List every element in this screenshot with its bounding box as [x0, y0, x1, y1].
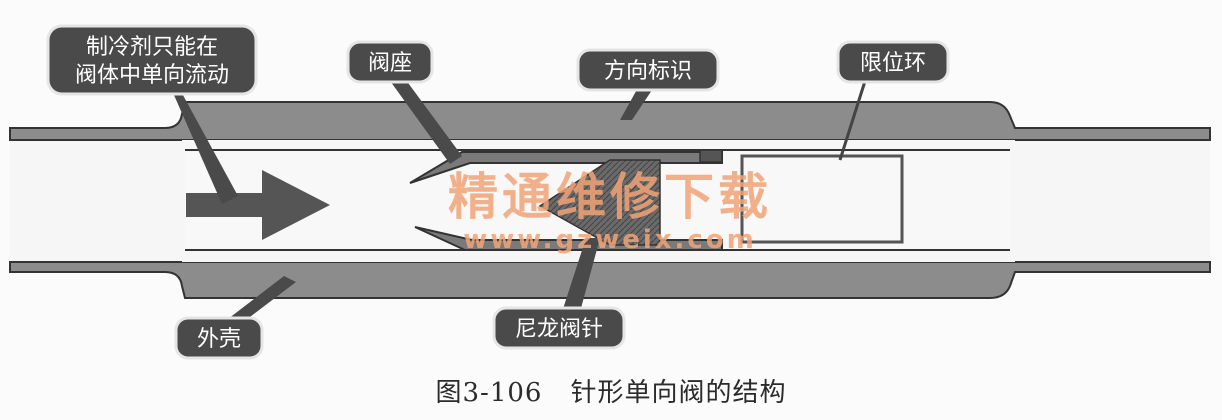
valve-seat-pointer	[388, 72, 462, 164]
valve-seat-label: 阀座	[346, 40, 434, 84]
housing-text: 外壳	[197, 327, 241, 352]
watermark-title: 精通维修下载	[448, 168, 772, 226]
limit-ring-text: 限位环	[860, 51, 926, 76]
flow-note-line1: 制冷剂只能在	[86, 35, 218, 60]
limit-ring-pointer	[838, 77, 868, 161]
nylon-needle-pointer	[562, 238, 600, 312]
watermark-url: www.gzweix.com	[463, 225, 757, 255]
nylon-needle-label: 尼龙阀针	[492, 306, 626, 350]
housing-top-wall	[9, 101, 1211, 141]
figure-title: 针形单向阀的结构	[570, 378, 787, 408]
direction-mark-label: 方向标识	[576, 48, 720, 92]
watermark: 精通维修下载 www.gzweix.com	[448, 168, 772, 255]
figure-number: 图3-106	[435, 378, 543, 408]
flow-note-line2: 阀体中单向流动	[75, 63, 229, 88]
direction-mark-pointer	[620, 84, 656, 120]
valve-seat-text: 阀座	[368, 51, 412, 76]
housing-bottom-wall	[9, 261, 1211, 299]
figure-caption: 图3-106 针形单向阀的结构	[0, 372, 1222, 409]
nylon-needle-text: 尼龙阀针	[515, 317, 603, 342]
direction-mark-text: 方向标识	[604, 59, 692, 84]
valve-diagram: 制冷剂只能在 阀体中单向流动 阀座 方向标识 限位环 外壳 尼龙阀针	[9, 24, 1211, 360]
housing-pointer	[224, 276, 296, 326]
limit-ring-shape	[740, 154, 904, 244]
housing-label: 外壳	[174, 316, 264, 360]
flow-note-pointer	[170, 86, 238, 204]
flow-note-label: 制冷剂只能在 阀体中单向流动	[46, 24, 258, 96]
limit-ring-label: 限位环	[836, 40, 950, 84]
